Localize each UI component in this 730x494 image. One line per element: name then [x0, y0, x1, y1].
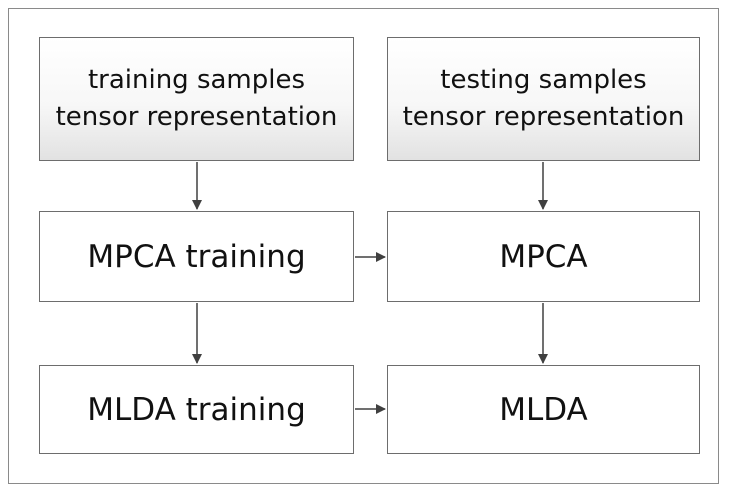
mlda-label: MLDA	[499, 391, 588, 428]
mlda-training-box: MLDA training	[39, 365, 354, 454]
mpca-box: MPCA	[387, 211, 700, 302]
testing-samples-box: testing samples tensor representation	[387, 37, 700, 161]
mpca-training-box: MPCA training	[39, 211, 354, 302]
training-samples-line1: training samples	[87, 65, 306, 95]
mpca-label: MPCA	[499, 238, 588, 275]
training-samples-line2: tensor representation	[55, 102, 338, 132]
testing-samples-line1: testing samples	[440, 65, 647, 95]
mlda-box: MLDA	[387, 365, 700, 454]
training-samples-box: training samples tensor representation	[39, 37, 354, 161]
mlda-training-label: MLDA training	[87, 391, 306, 428]
mpca-training-label: MPCA training	[87, 238, 306, 275]
testing-samples-line2: tensor representation	[402, 102, 685, 132]
